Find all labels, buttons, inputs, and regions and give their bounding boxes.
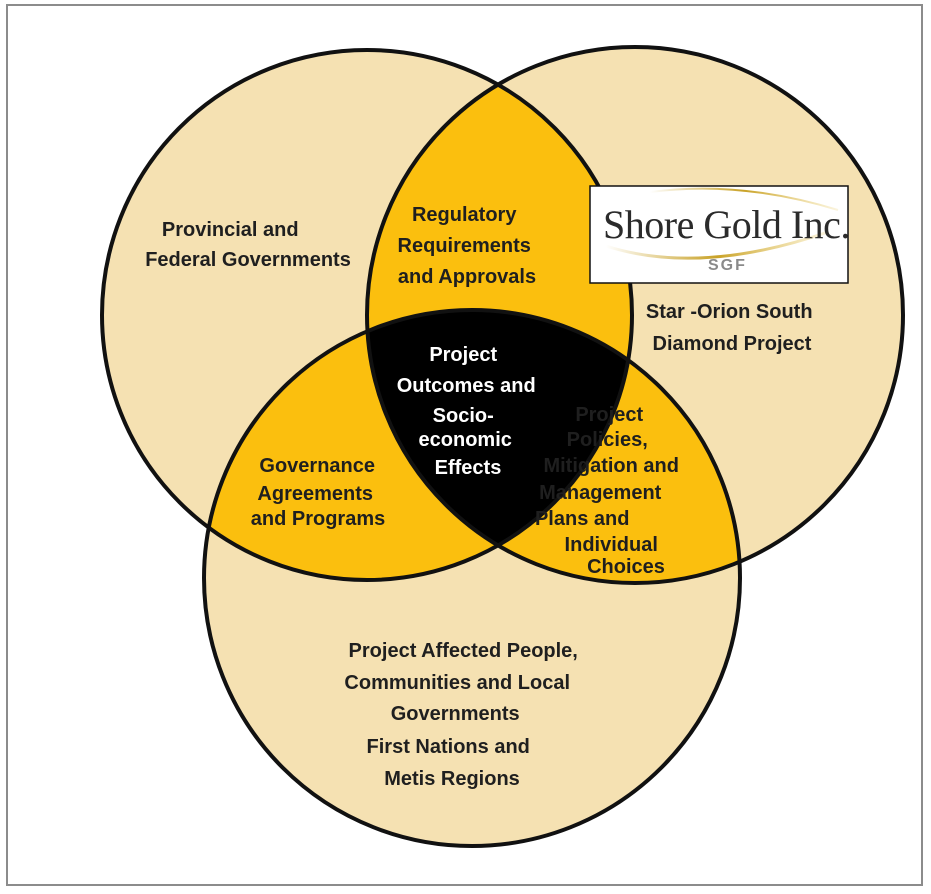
label-provincial-federal: Provincial and Federal Governments: [145, 219, 351, 271]
circle-left-outline: [100, 48, 634, 582]
circle-right-outline: [365, 45, 905, 585]
label-project-outcomes: Project Outcomes and Socio- economic Eff…: [397, 344, 541, 479]
circle-bottom-outline: [202, 308, 742, 848]
label-project-policies: Project Policies, Mitigation and Managem…: [535, 404, 685, 578]
label-governance: Governance Agreements and Programs: [251, 455, 385, 530]
shore-gold-logo: Shore Gold Inc. SGF: [589, 185, 850, 284]
logo-ticker: SGF: [708, 257, 747, 274]
logo-name: Shore Gold Inc.: [603, 202, 850, 247]
label-affected-people: Project Affected People, Communities and…: [344, 640, 583, 790]
label-regulatory: Regulatory Requirements and Approvals: [398, 204, 537, 288]
label-star-orion: Star -Orion South Diamond Project: [646, 301, 818, 355]
